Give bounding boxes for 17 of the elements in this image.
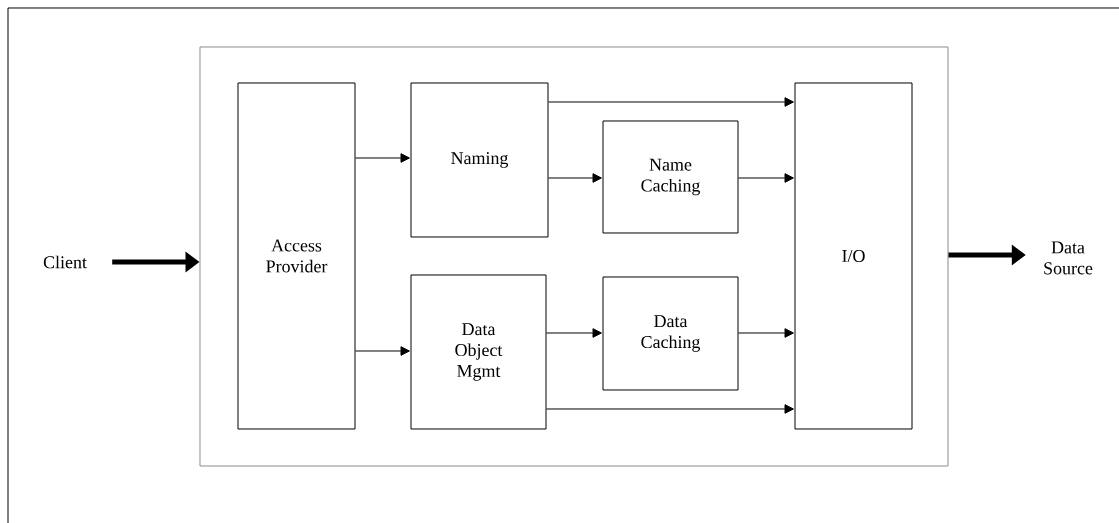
process-box: Data Caching (602, 276, 739, 391)
arrow (548, 173, 602, 183)
node-label: Data Source (1044, 241, 1093, 275)
arrow (738, 328, 794, 338)
process-box: Access Provider (237, 82, 356, 430)
node-label: Client (43, 255, 87, 269)
arrow (355, 153, 410, 163)
process-box: Data Object Mgmt (410, 274, 547, 430)
arrow (738, 173, 794, 183)
arrow (548, 97, 794, 107)
process-box: I/O (794, 82, 913, 430)
arrow (546, 328, 602, 338)
process-box: Naming (410, 82, 549, 238)
arrow (355, 346, 410, 356)
container-box (199, 46, 949, 467)
arrow (546, 404, 794, 414)
process-box: Name Caching (602, 120, 739, 234)
